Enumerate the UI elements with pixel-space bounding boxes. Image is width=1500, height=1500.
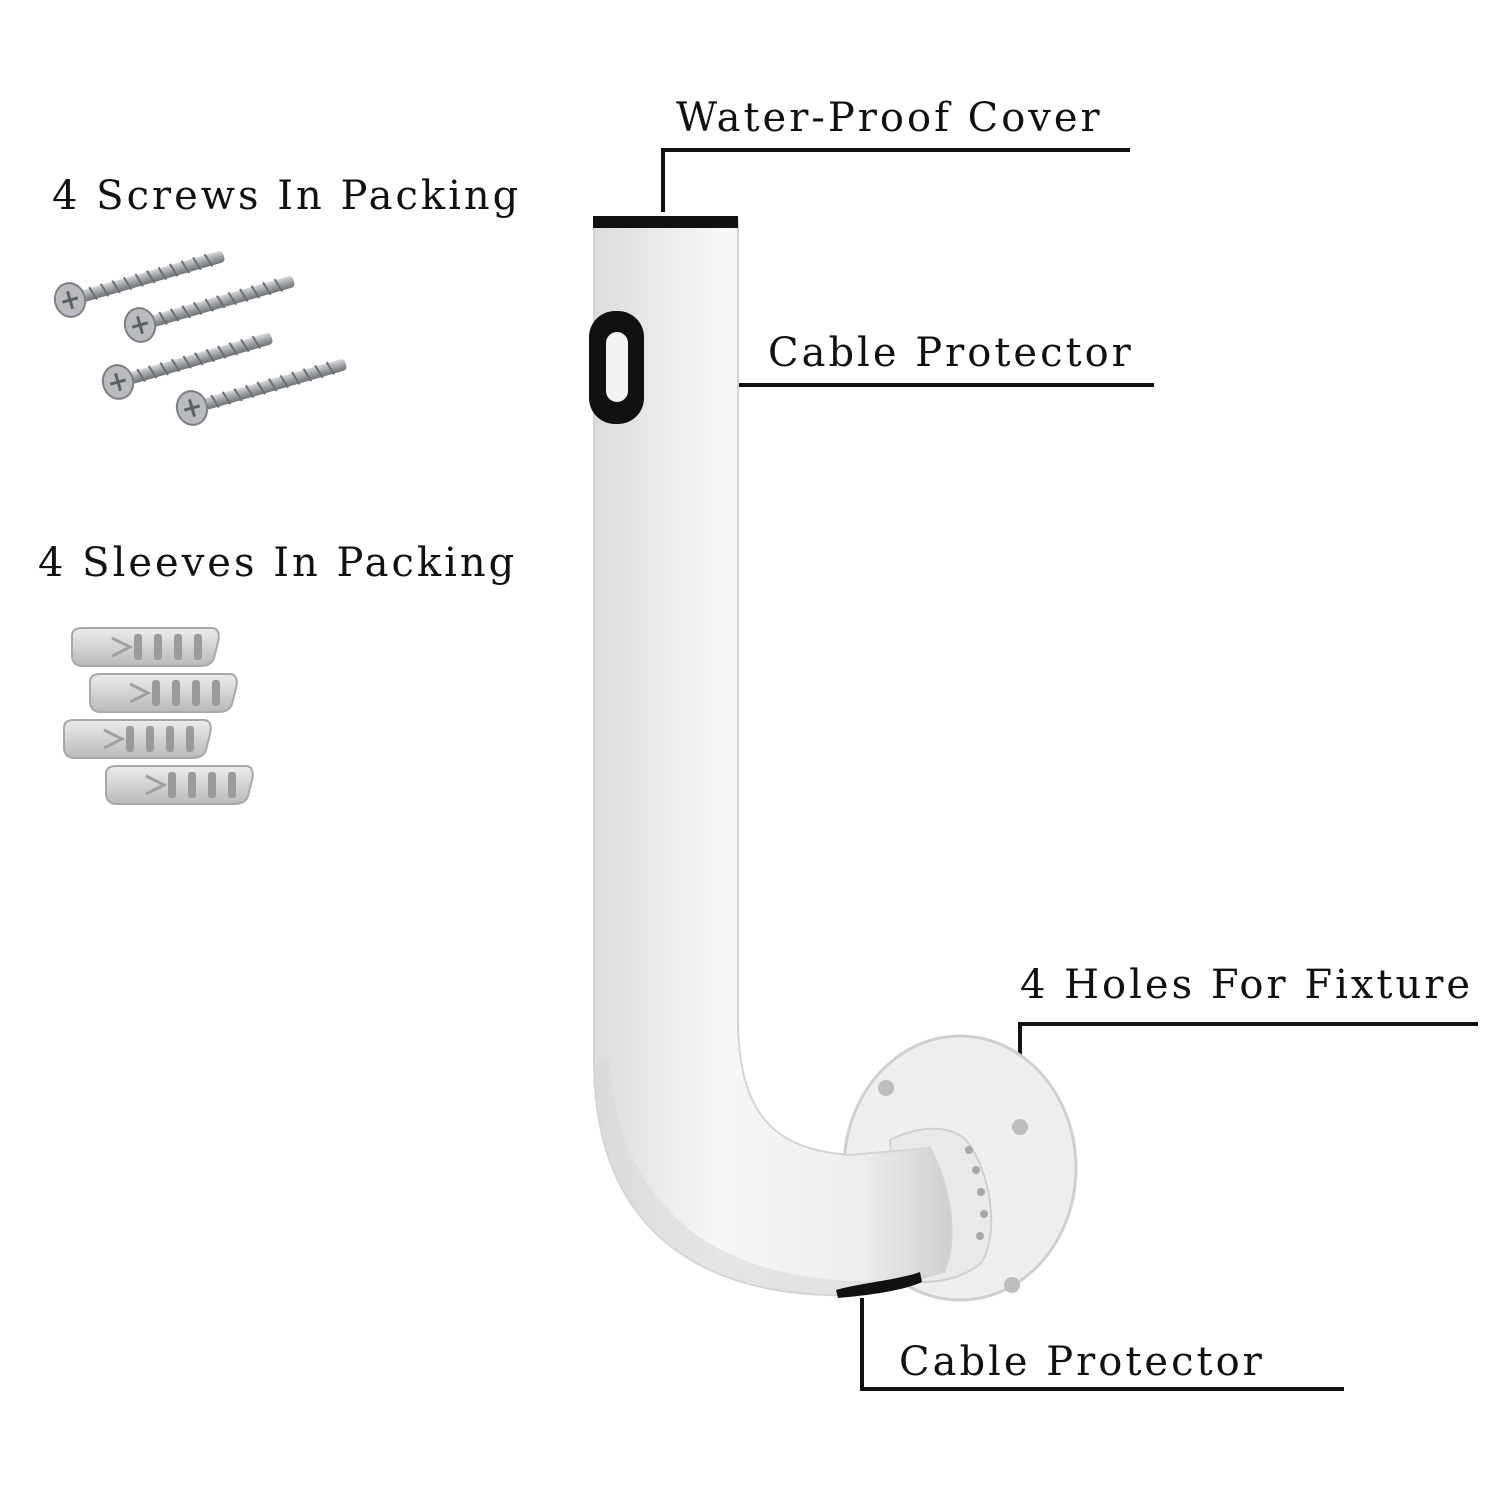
leader-holes-for-fixture <box>1018 1022 1478 1118</box>
fixture-hole <box>1012 1119 1028 1135</box>
fixture-hole <box>878 1080 894 1096</box>
leader-cable-protector-bottom <box>860 1298 1344 1391</box>
label-screws-in-packing: 4 Screws In Packing <box>52 173 522 219</box>
wall-anchor-sleeve-icon <box>63 719 212 759</box>
cable-protector-bottom <box>836 1272 922 1298</box>
screws-group <box>53 251 347 426</box>
screw-icon <box>101 333 273 400</box>
wall-anchor-sleeve-icon <box>71 627 220 667</box>
label-water-proof-cover: Water-Proof Cover <box>676 95 1103 141</box>
screw-icon <box>175 359 347 426</box>
pipe-body <box>593 221 953 1297</box>
bracket <box>589 216 1078 1302</box>
leader-water-proof-cover <box>661 148 1130 212</box>
label-sleeves-in-packing: 4 Sleeves In Packing <box>38 540 518 586</box>
wall-anchor-sleeve-icon <box>105 765 254 805</box>
screw-icon <box>53 251 225 318</box>
water-proof-cover <box>593 216 738 228</box>
wall-anchor-sleeve-icon <box>89 673 238 713</box>
label-holes-for-fixture: 4 Holes For Fixture <box>1020 962 1474 1008</box>
sleeves-group <box>63 627 254 805</box>
label-cable-protector-bottom: Cable Protector <box>899 1339 1265 1385</box>
pipe-bend-shading <box>594 1060 944 1296</box>
fixture-hole <box>1004 1277 1020 1293</box>
screw-icon <box>123 276 295 343</box>
label-cable-protector-top: Cable Protector <box>768 330 1134 376</box>
